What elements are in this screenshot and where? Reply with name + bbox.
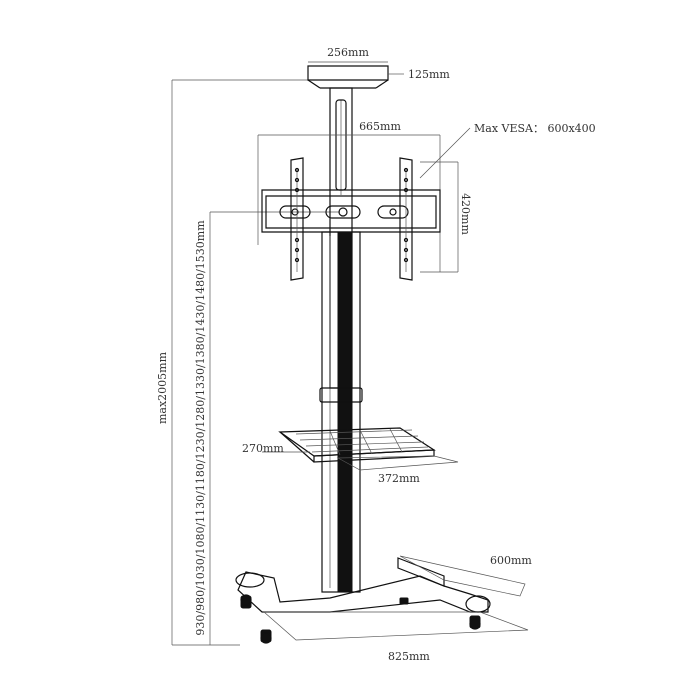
- lower-pole: [319, 231, 363, 593]
- height-range-dimension: [209, 211, 340, 645]
- av-shelf: [262, 427, 459, 471]
- vesa-label: Max VESA： 600x400: [474, 122, 596, 135]
- vesa-leader: [419, 127, 471, 179]
- shelf-depth-label: 270mm: [242, 442, 284, 455]
- max-height-label: max2005mm: [156, 351, 169, 424]
- base-frame: [235, 555, 529, 641]
- mount-width-label: 665mm: [359, 120, 401, 133]
- top-plate-depth-label: 125mm: [408, 68, 450, 81]
- max-height-dimension: [171, 79, 310, 646]
- top-camera-plate: [307, 61, 404, 89]
- mount-height-label: 420mm: [459, 193, 472, 235]
- height-positions-label: 930/980/1030/1080/1130/1180/1230/1280/13…: [194, 220, 207, 636]
- mount-dimension-box: [257, 134, 459, 273]
- left-vesa-arm: [290, 157, 304, 281]
- mount-crossbar: [261, 189, 441, 233]
- right-vesa-arm: [399, 157, 413, 281]
- top-plate-width-label: 256mm: [327, 46, 369, 59]
- shelf-width-label: 372mm: [378, 472, 420, 485]
- caster-wheel-icon: [240, 594, 481, 644]
- base-depth-label: 600mm: [490, 554, 532, 567]
- base-width-label: 825mm: [388, 650, 430, 663]
